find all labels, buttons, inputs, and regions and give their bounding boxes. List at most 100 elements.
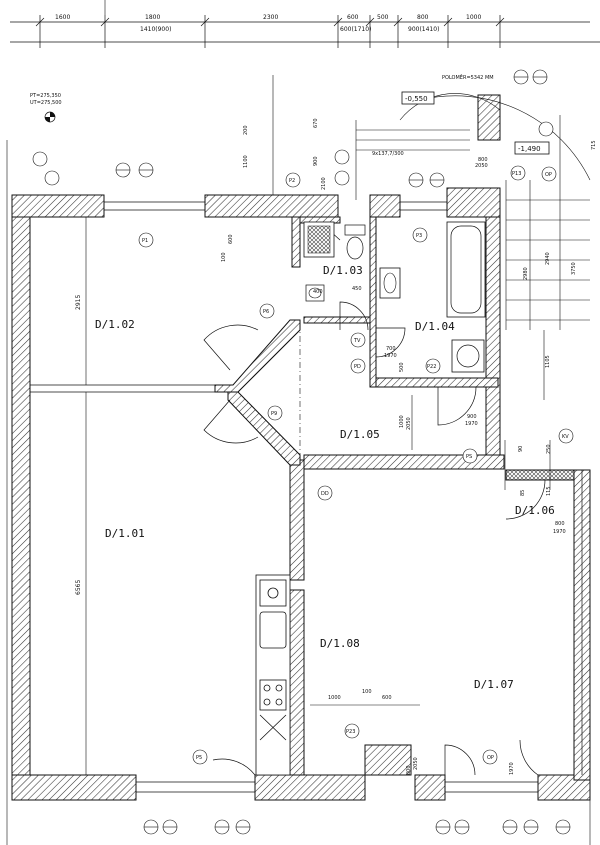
dim-800-d: 800 <box>406 765 412 775</box>
tag-p3: P3 <box>416 233 422 239</box>
room-label-d105: D/1.05 <box>340 428 380 441</box>
tag-dd: DD <box>321 491 329 497</box>
dim-800: 800 <box>555 521 565 527</box>
tag-p22: P22 <box>427 364 436 370</box>
room-label-d103: D/1.03 <box>323 264 363 277</box>
tag-kv: KV <box>562 434 569 440</box>
tag-op: OP <box>487 755 494 761</box>
dim-900-b: 900 <box>313 156 319 166</box>
dim-600-b: 600 <box>382 695 392 701</box>
dim-top-500: 500 <box>377 14 389 21</box>
dim-700: 700 <box>386 346 396 352</box>
angled-partition <box>214 319 301 466</box>
header-tags <box>513 69 548 85</box>
dim-800-b: 800 <box>478 157 488 163</box>
dim-top-1800: 1800 <box>145 14 160 21</box>
dim-1105: 1105 <box>545 355 551 368</box>
shaft-icon <box>303 221 335 258</box>
room-label-d101: D/1.01 <box>105 527 145 540</box>
level-pt: PT=275,350 <box>30 93 61 99</box>
tag-pd: PD <box>354 364 361 370</box>
dim-715: 715 <box>591 140 597 150</box>
tag-p6: P6 <box>263 309 269 315</box>
toilet-icon <box>344 224 366 260</box>
dim-top-800: 800 <box>417 14 429 21</box>
dim-450: 450 <box>352 286 362 292</box>
dim-600: 600 <box>228 234 234 244</box>
window-lines <box>29 201 583 793</box>
tag-p9: P9 <box>271 411 277 417</box>
bathtub-icon <box>446 221 486 318</box>
dim-top-1410-900: 1410(900) <box>140 26 171 33</box>
dim-100-b: 100 <box>362 689 372 695</box>
dim-6565: 6565 <box>75 580 82 595</box>
internal-dims <box>85 217 551 775</box>
dim-2050-c: 2050 <box>413 757 419 770</box>
staircase <box>355 93 591 330</box>
room-label-d102: D/1.02 <box>95 318 135 331</box>
dim-500: 500 <box>399 362 405 372</box>
dim-1970-b: 1970 <box>465 421 478 427</box>
dim-2050: 2050 <box>406 417 412 430</box>
washing-machine-icon <box>451 339 485 373</box>
stair-note: 9x137,7/300 <box>372 151 404 157</box>
door-swings <box>203 221 546 776</box>
tag-ps: PS <box>466 454 472 460</box>
dim-2050-b: 2050 <box>475 163 488 169</box>
room-label-d108: D/1.08 <box>320 637 360 650</box>
walls <box>11 94 591 801</box>
dim-200: 200 <box>243 125 249 135</box>
tag-op-b: OP <box>545 172 552 178</box>
dim-250: 250 <box>546 444 552 454</box>
dim-400: 400 <box>313 289 323 295</box>
dim-1970: 1970 <box>384 353 397 359</box>
dim-900: 900 <box>467 414 477 420</box>
level-box-a <box>401 91 435 105</box>
dim-1000-b: 1000 <box>328 695 341 701</box>
tag-p13: P13 <box>512 171 521 177</box>
radius-note: POLOMĚR=5342 MM <box>442 73 494 81</box>
frame-lines <box>6 0 591 845</box>
dim-1000: 1000 <box>399 415 405 428</box>
bottom-axis-bubbles <box>143 819 571 835</box>
dim-top-600: 600 <box>347 14 359 21</box>
dim-1100: 1100 <box>243 155 249 168</box>
dim-2915: 2915 <box>75 295 82 310</box>
tag-p1: P1 <box>142 238 148 244</box>
dim-1970-e: 1970 <box>509 762 515 775</box>
level-box-b <box>514 141 550 155</box>
level-minus-1-490: -1,490 <box>518 145 541 153</box>
room-label-d107: D/1.07 <box>474 678 514 691</box>
dim-3750: 3750 <box>571 262 577 275</box>
dim-2940: 2940 <box>545 252 551 265</box>
tag-p2: P2 <box>289 178 295 184</box>
tag-p23: P23 <box>346 729 355 735</box>
dim-1970-c: 1970 <box>553 529 566 535</box>
room-label-d104: D/1.04 <box>415 320 455 333</box>
wc-washbasin-icon <box>305 284 325 302</box>
level-marker-icon <box>44 111 56 123</box>
tag-p5: P5 <box>196 755 202 761</box>
dim-90: 90 <box>518 446 524 452</box>
level-minus-0-550: -0,550 <box>405 95 428 103</box>
dim-top-600-1710: 600(1710) <box>340 26 371 33</box>
dim-top-1000: 1000 <box>466 14 481 21</box>
dim-2980: 2980 <box>523 267 529 280</box>
tag-tv: TV <box>353 338 361 344</box>
dim-top-2300: 2300 <box>263 14 278 21</box>
dim-85: 85 <box>520 490 526 496</box>
room-label-d106: D/1.06 <box>515 504 555 517</box>
level-ut: UT=275,500 <box>30 100 62 106</box>
top-axis-bubbles <box>32 121 554 188</box>
kitchen-unit <box>255 574 291 776</box>
top-dimension-chain <box>10 15 600 48</box>
dim-100: 100 <box>221 252 227 262</box>
dim-top-1600: 1600 <box>55 14 70 21</box>
tag-bubbles <box>138 165 574 765</box>
dim-670: 670 <box>313 118 319 128</box>
washbasin-icon <box>379 267 401 299</box>
dim-115: 115 <box>546 486 552 496</box>
dim-2100: 2100 <box>321 177 327 190</box>
dim-top-900-1410: 900(1410) <box>408 26 439 33</box>
